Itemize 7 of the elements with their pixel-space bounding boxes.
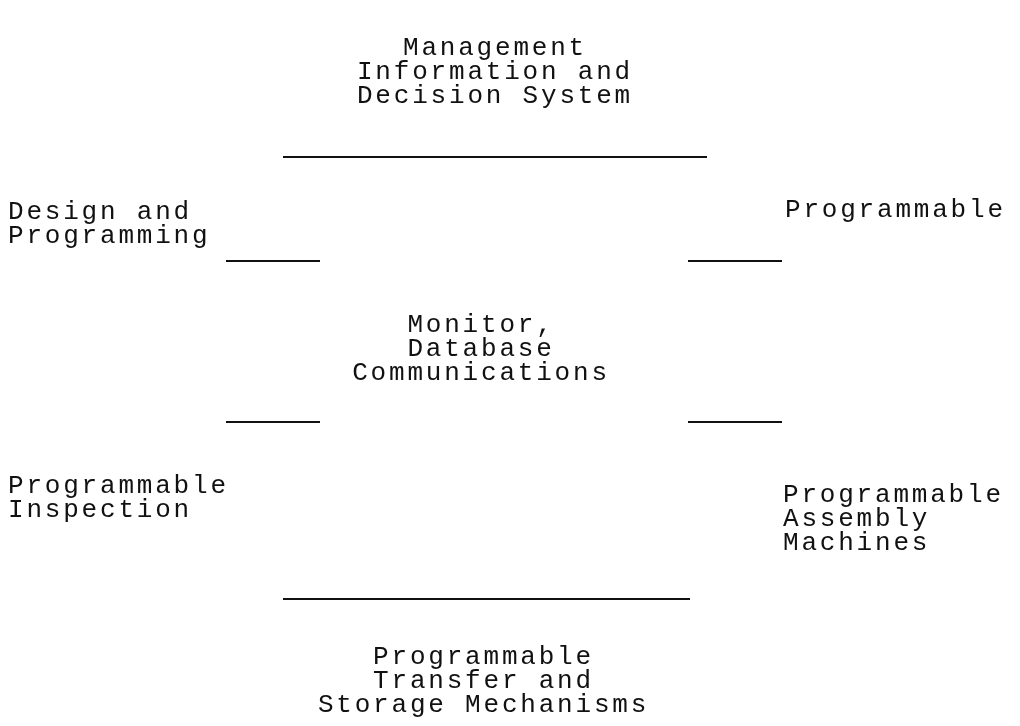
diagram-label: Design and Programming — [8, 200, 212, 248]
diagram-label: Programmable Transfer and Storage Mechanisms — [316, 645, 651, 717]
diagram-label: Programmable Inspection — [8, 474, 230, 522]
diagram-label: Monitor, Database Communications — [351, 313, 611, 385]
diagram-label: Management Information and Decision System — [355, 36, 634, 108]
diagram-label: Programmable — [785, 198, 1007, 222]
diagram-label: Programmable Assembly Machines — [783, 483, 1005, 555]
